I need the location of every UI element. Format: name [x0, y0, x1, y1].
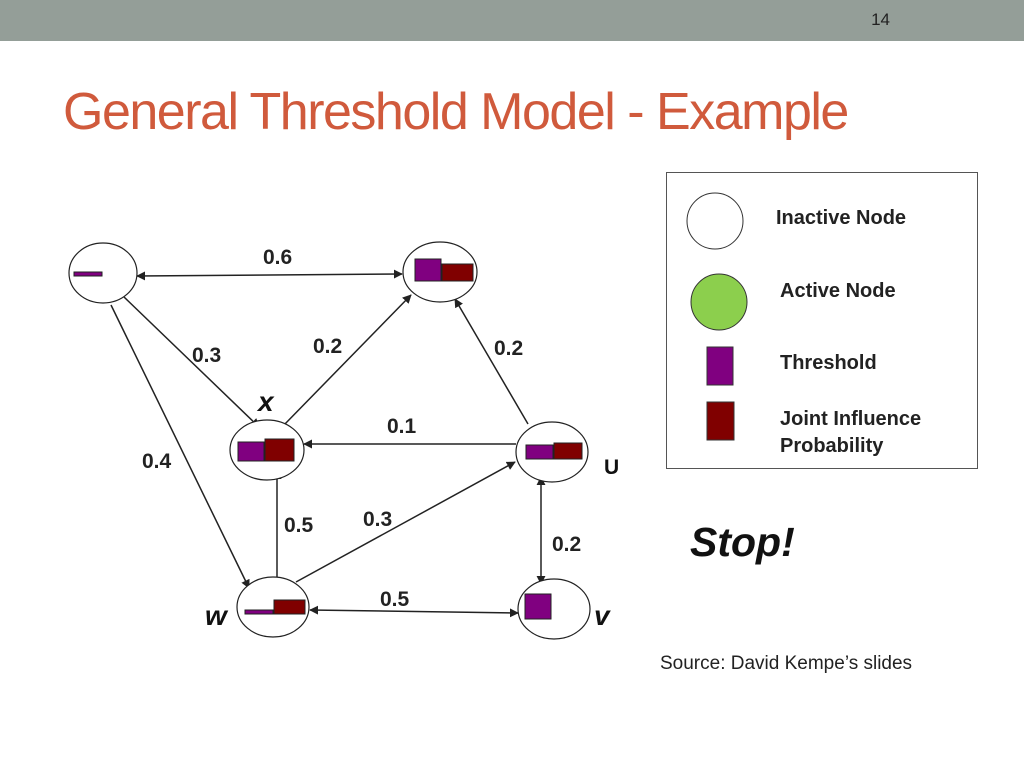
node-label-w: w — [205, 600, 227, 631]
threshold-bar-top-left — [73, 271, 103, 277]
legend-joint-influence-label-1: Joint Influence — [780, 408, 922, 430]
threshold-bar-w — [244, 609, 274, 615]
node-label-u: U — [604, 456, 620, 479]
edge-label-tl-w: 0.4 — [142, 450, 172, 473]
edge-w-v — [309, 605, 519, 618]
legend-threshold-label: Threshold — [780, 352, 877, 374]
slide-number: 14 — [871, 10, 890, 29]
legend-joint-influence-label-2: Probability — [780, 435, 884, 457]
slide-title: General Threshold Model - Example — [63, 83, 849, 141]
edge-u-tr — [454, 298, 529, 425]
node-label-x: x — [258, 386, 274, 417]
edge-label-w-x: 0.5 — [284, 514, 314, 537]
source-citation: Source: David Kempe’s slides — [660, 653, 913, 674]
edge-label-tl-x: 0.3 — [192, 344, 222, 367]
status-stop-text: Stop! — [690, 519, 795, 565]
threshold-swatch — [706, 346, 734, 386]
edge-label-w-v: 0.5 — [380, 588, 410, 611]
threshold-bar-u — [525, 444, 554, 460]
threshold-bar-v — [524, 593, 552, 620]
slide-header-bar: 14 — [0, 0, 1024, 41]
edge-label-u-tr: 0.2 — [494, 337, 524, 360]
influence-bar-u — [553, 442, 583, 460]
edge-label-w-u: 0.3 — [363, 508, 393, 531]
node-top-left — [68, 242, 138, 304]
edge-label-u-v: 0.2 — [552, 533, 582, 556]
threshold-bar-x — [237, 441, 265, 462]
edge-tl-x — [123, 296, 260, 428]
legend-symbols — [686, 192, 748, 441]
active-node-swatch — [690, 273, 748, 331]
edge-w-u — [295, 461, 516, 583]
influence-bar-x — [264, 438, 295, 462]
node-w — [236, 576, 310, 638]
edge-label-u-x: 0.1 — [387, 415, 417, 438]
edge-tl-tr — [136, 269, 403, 281]
legend-active-label: Active Node — [780, 280, 896, 302]
edge-x-tr — [282, 294, 412, 427]
inactive-node-swatch — [686, 192, 744, 250]
node-label-v: v — [594, 600, 610, 631]
legend-box: Inactive Node Active Node Threshold Join… — [666, 172, 978, 469]
edge-tl-w — [110, 304, 250, 589]
influence-bar-top-right — [441, 263, 474, 282]
legend-inactive-label: Inactive Node — [776, 207, 907, 229]
threshold-bar-top-right — [414, 258, 442, 282]
influence-bar-w — [273, 599, 306, 615]
edge-label-x-tr: 0.2 — [313, 335, 343, 358]
joint-influence-swatch — [706, 401, 735, 441]
edge-label-tl-tr: 0.6 — [263, 246, 293, 269]
